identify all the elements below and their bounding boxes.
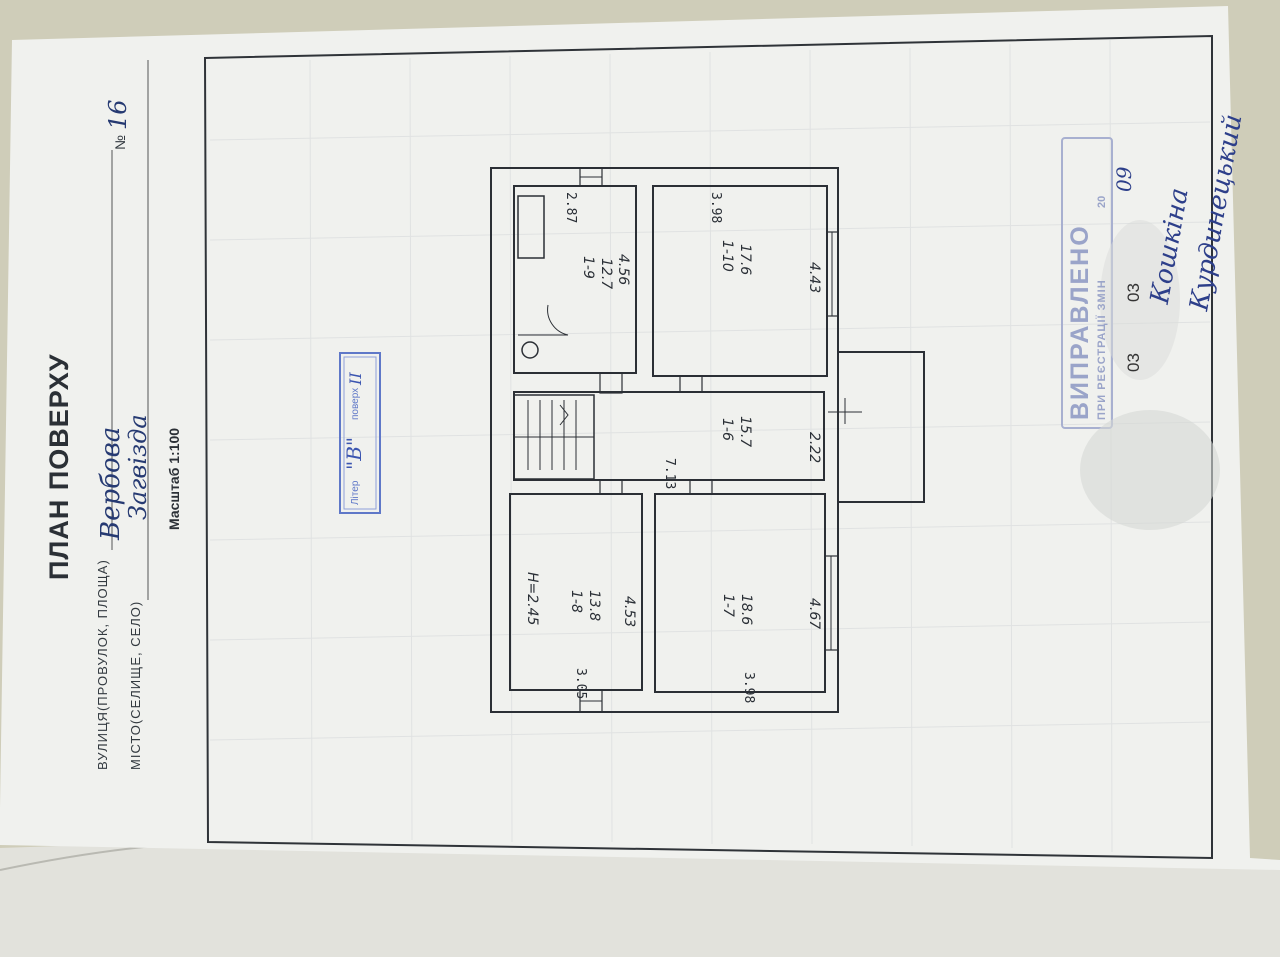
room-1-6-width: 7.13 (662, 458, 677, 490)
house-number-prefix: № (112, 133, 128, 150)
page-title: ПЛАН ПОВЕРХУ (44, 353, 74, 580)
scale-label: Масштаб 1:100 (166, 427, 182, 530)
room-1-10-length: 4.43 (806, 262, 822, 294)
grid-frame (203, 34, 1213, 860)
correction-year-handwritten: 09 (1112, 166, 1136, 192)
room-1-7-length: 4.67 (806, 598, 822, 630)
room-1-8-width: 3.05 (573, 668, 588, 700)
room-1-6-id: 1-6 (719, 418, 735, 441)
settlement-label: МІСТО(СЕЛИЩЕ, СЕЛО) (128, 600, 143, 770)
litera-stamp-frame (339, 352, 381, 514)
room-1-8-id: 1-8 (568, 590, 584, 613)
floor-plan (490, 167, 925, 713)
room-1-8-length: 4.53 (621, 596, 637, 628)
house-number: 16 (104, 99, 132, 130)
litera-floor-value: ІІ (346, 372, 365, 385)
bathtub (517, 195, 545, 259)
room-1-9-length: 4.56 (615, 254, 631, 286)
room-1-10-id: 1-10 (719, 240, 735, 272)
street-value: Вербова (96, 426, 126, 540)
room-1-10-area: 17.6 (737, 244, 753, 276)
room-1-9-area: 12.7 (598, 258, 614, 290)
room-1-6-length: 2.22 (806, 432, 822, 464)
room-1-8-area: 13.8 (586, 590, 602, 622)
room-1-9-width: 2.87 (563, 192, 578, 224)
balcony (837, 351, 925, 503)
correction-date-day: 03 (1124, 353, 1143, 372)
room-1-8-outline (509, 493, 643, 691)
room-1-7-width: 3.98 (741, 672, 756, 704)
room-1-8-height: Н=2.45 (524, 572, 540, 626)
room-1-10-width: 3.98 (708, 192, 723, 224)
correction-stamp-title: ВИПРАВЛЕНО (1066, 224, 1094, 420)
room-1-6-area: 15.7 (737, 416, 753, 448)
lower-page (0, 842, 1280, 957)
correction-stamp-subtitle: ПРИ РЕЄСТРАЦІЇ ЗМІН (1096, 279, 1108, 420)
room-1-9-id: 1-9 (580, 256, 596, 279)
toilet (521, 341, 539, 359)
room-1-7-id: 1-7 (720, 594, 736, 617)
litera-prefix: Літер (350, 480, 361, 505)
room-1-9-outline (513, 185, 637, 374)
litera-letter: "В" (342, 436, 366, 470)
street-label: ВУЛИЦЯ(ПРОВУЛОК, ПЛОЩА) (95, 559, 110, 770)
litera-floor-word: поверх (350, 387, 361, 420)
correction-year-suffix: 20 (1096, 195, 1108, 208)
settlement-value: Загвізда (124, 414, 152, 520)
paper-sheet (0, 6, 1280, 870)
room-1-7-area: 18.6 (738, 594, 754, 626)
